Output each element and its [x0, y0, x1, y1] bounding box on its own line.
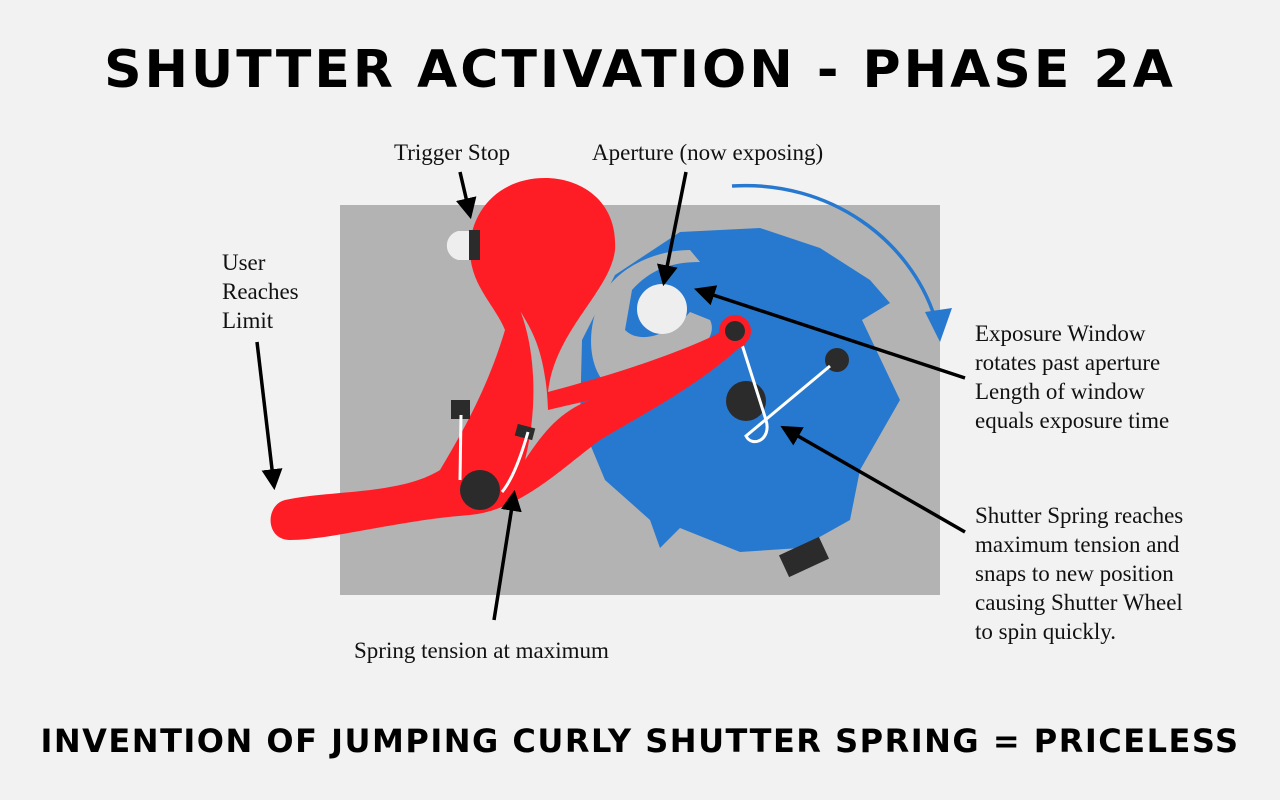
trigger-pivot [460, 470, 500, 510]
aperture [637, 284, 687, 334]
trigger-lever [270, 178, 748, 540]
shutter-spring [736, 331, 831, 443]
exposure-window-line: rotates past aperture [975, 350, 1161, 375]
trigger-stop-label: Trigger Stop [394, 140, 511, 165]
spring-tension-arrow [492, 489, 522, 621]
exposure-window-line: Exposure Window [975, 321, 1146, 346]
shutter-spring-line: to spin quickly. [975, 619, 1116, 644]
shutter-spring-arrow [780, 425, 966, 534]
exposure-window-label: Exposure Window rotates past aperture Le… [975, 319, 1169, 435]
trigger-stop [446, 231, 472, 260]
aperture-label: Aperture (now exposing) [592, 140, 824, 165]
spring-tension-label: Spring tension at maximum [354, 638, 609, 663]
exposure-window-line: equals exposure time [975, 408, 1170, 433]
footer-caption: INVENTION OF JUMPING CURLY SHUTTER SPRIN… [40, 722, 1240, 760]
user-limit-line: Reaches [222, 279, 299, 304]
user-limit-label: User Reaches Limit [222, 248, 299, 335]
shutter-spring-line: snaps to new position [975, 561, 1174, 586]
user-limit-line: Limit [222, 308, 274, 333]
exposure-window-arrow [694, 285, 966, 380]
wheel-stop-block [778, 536, 830, 578]
aperture-arrow [656, 171, 688, 287]
trigger-stop-pad [469, 230, 480, 260]
rotation-arrow [731, 183, 937, 319]
spring-anchor [451, 400, 470, 419]
wheel-pin [825, 348, 849, 372]
trigger-stop-arrow [455, 171, 477, 220]
shutter-spring-line: causing Shutter Wheel [975, 590, 1183, 615]
trigger-cam-pin [725, 321, 745, 341]
page-title: SHUTTER ACTIVATION - PHASE 2A [104, 40, 1176, 100]
spring-anchor-2 [514, 423, 536, 441]
user-limit-arrow [255, 341, 283, 491]
shutter-spring-label: Shutter Spring reaches maximum tension a… [975, 501, 1183, 646]
shutter-spring-line: Shutter Spring reaches [975, 503, 1184, 528]
trigger-spring [458, 414, 530, 493]
shutter-spring-line: maximum tension and [975, 532, 1180, 557]
user-limit-line: User [222, 250, 266, 275]
exposure-window-line: Length of window [975, 379, 1145, 404]
rotation-arrowhead [925, 308, 952, 342]
